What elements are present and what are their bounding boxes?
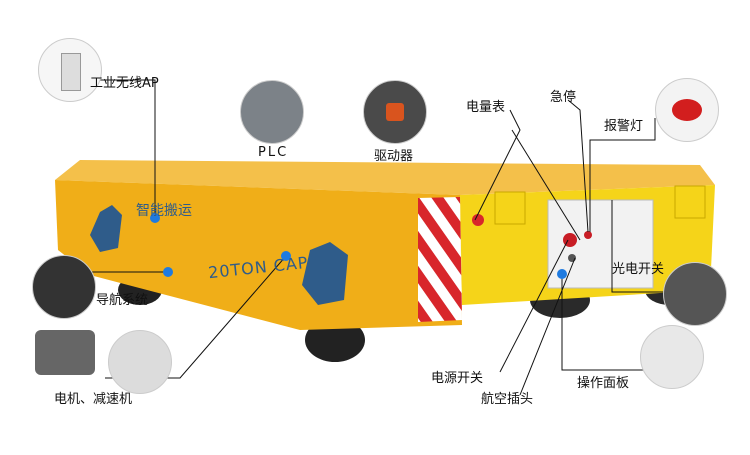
cart-top <box>55 160 715 195</box>
label-emergency-stop: 急停 <box>550 90 577 105</box>
motor-photo <box>108 330 172 394</box>
wireless-ap-photo <box>38 38 102 102</box>
label-motor-reducer: 电机、减速机 <box>54 392 133 407</box>
label-battery-meter: 电量表 <box>466 100 506 115</box>
alarm-light-photo <box>655 78 719 142</box>
label-operation-panel: 操作面板 <box>577 376 630 391</box>
callout-dots <box>150 213 567 279</box>
label-aviation-plug: 航空插头 <box>481 392 534 407</box>
operation-panel-photo <box>640 325 704 389</box>
label-wireless-ap: 工业无线AP <box>90 76 159 91</box>
label-navigation: 导航系统 <box>96 293 149 308</box>
plc-photo <box>240 80 304 144</box>
emblem <box>90 205 122 252</box>
motor-reducer-photo <box>35 330 95 375</box>
navigation-photo <box>32 255 96 319</box>
label-alarm-light: 报警灯 <box>604 119 644 134</box>
photoelectric-switch-photo <box>663 262 727 326</box>
label-photoelectric-switch: 光电开关 <box>612 262 665 277</box>
cart-logo-text: 智能搬运 <box>136 203 192 219</box>
driver-photo <box>363 80 427 144</box>
label-plc: PLC <box>258 145 289 160</box>
hazard-stripe <box>418 197 462 322</box>
label-power-switch: 电源开关 <box>431 371 484 386</box>
label-driver: 驱动器 <box>374 149 414 164</box>
emblem <box>302 242 348 305</box>
